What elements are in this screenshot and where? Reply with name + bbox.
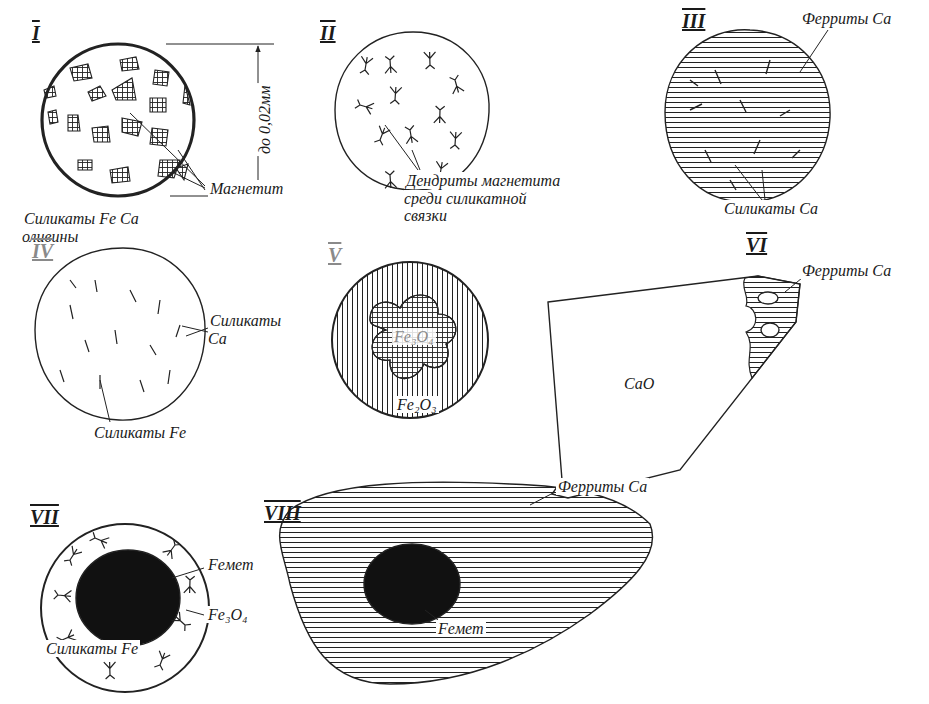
label-text: II — [318, 22, 338, 44]
figure-numeral: VI — [744, 234, 794, 256]
metallic-iron — [364, 544, 460, 624]
dendrite-stroke — [385, 171, 397, 189]
lime-particle — [548, 276, 800, 498]
label-text: Fe₃O₄ — [206, 606, 250, 623]
part-label: Дендриты магнетита среди силикатной связ… — [404, 172, 574, 225]
label-text: Fe₂O₃ — [395, 396, 439, 413]
dendrite-stroke — [154, 651, 170, 671]
label-text: IV — [30, 240, 55, 262]
label-text: Силикаты Са — [722, 200, 820, 217]
label-text: Feмет — [206, 556, 256, 573]
label-text: до 0,02мм — [256, 84, 273, 157]
dendrite-stroke — [90, 532, 110, 548]
label-text: III — [680, 10, 707, 32]
part-label: Силикаты Fe Са оливины — [22, 210, 142, 245]
figure-numeral: IV — [30, 240, 70, 262]
label-text: Дендриты магнетита среди силикатной связ… — [404, 172, 560, 224]
label-text: V — [326, 244, 343, 266]
label-text: Fe₃O₄ — [392, 328, 436, 345]
part-label: Ферриты Са — [800, 262, 910, 280]
particle-outline — [42, 44, 194, 196]
ferrite-particle — [280, 482, 653, 684]
dendrite-stroke — [184, 576, 196, 593]
part-label: Силикаты Fe — [92, 424, 202, 442]
part-label: Feмет — [206, 556, 266, 574]
dendrite-stroke — [424, 52, 436, 69]
dendrite-stroke — [163, 539, 181, 559]
magnetite-grains — [44, 57, 190, 183]
label-text: Ферриты Са — [800, 262, 893, 279]
dendrite-stroke — [360, 56, 373, 74]
dendrite-stroke — [450, 75, 465, 94]
dendrite-stroke — [54, 590, 72, 602]
metallic-iron — [76, 550, 180, 646]
particle-outline — [41, 524, 209, 692]
label-text: Ферриты Са — [800, 10, 893, 27]
dendrite-stroke — [434, 106, 446, 123]
part-label: Fe₂O₃ — [395, 396, 465, 414]
dendrite-stroke — [385, 56, 397, 74]
part-label: Fe₃O₄ — [206, 606, 266, 624]
particle-outline — [35, 248, 205, 420]
part-label: Feмет — [436, 620, 496, 638]
part-label: Ферриты Са — [556, 478, 666, 496]
label-text: CaO — [622, 375, 656, 392]
part-label: Ферриты Са — [800, 10, 910, 28]
label-text: Feмет — [436, 620, 486, 637]
dendrite-stroke — [104, 662, 116, 679]
dendrite-stroke — [450, 132, 462, 150]
part-label: Силикаты Са — [722, 200, 842, 218]
label-text: VII — [28, 506, 61, 528]
hematite-particle — [332, 262, 488, 418]
dendrite-stroke — [172, 612, 191, 631]
dendrite-stroke — [405, 125, 418, 143]
part-label: Силикаты Са — [208, 312, 278, 347]
label-text: Ферриты Са — [556, 478, 649, 495]
label-text: Силикаты Са — [208, 312, 281, 347]
figure-numeral: VII — [28, 506, 78, 528]
ferrite-particle — [665, 30, 830, 202]
label-text: VIII — [262, 502, 303, 524]
figure-numeral: VIII — [262, 502, 322, 524]
figure-numeral: III — [680, 10, 730, 32]
figure-numeral: II — [318, 22, 358, 44]
figure-numeral: I — [30, 22, 60, 44]
label-text: I — [30, 22, 42, 44]
label-text: Силикаты Fe Са оливины — [22, 210, 139, 245]
dendrite-stroke — [355, 100, 374, 115]
part-label: Магнетит — [208, 180, 318, 198]
label-text: Магнетит — [208, 180, 285, 197]
particle-outline — [335, 32, 489, 190]
part-label: Fe₃O₄ — [392, 328, 452, 346]
part-label: CaO — [622, 375, 682, 393]
label-text: Силикаты Fe — [92, 424, 188, 441]
dendrite-stroke — [390, 87, 402, 105]
dendrite-stroke — [64, 546, 82, 566]
label-text: Силикаты Fe — [44, 640, 140, 657]
label-text: VI — [744, 234, 769, 256]
part-label: до 0,02мм — [256, 84, 274, 157]
figure-numeral: V — [326, 244, 366, 266]
magnetite-core — [370, 295, 456, 379]
part-label: Силикаты Fe — [44, 640, 164, 658]
